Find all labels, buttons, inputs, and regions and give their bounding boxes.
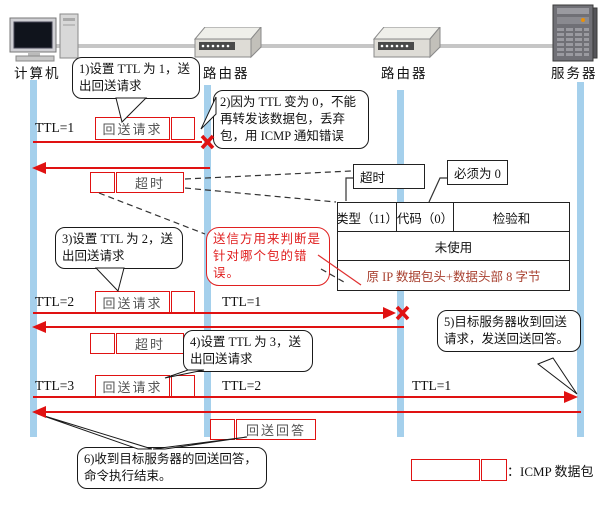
callout3-tail: [94, 267, 125, 292]
sender-note-callout: 送信方用来判断是针对哪个包的错误。: [206, 227, 330, 286]
icmp-data-box: [171, 375, 195, 398]
callout-step6: 6)收到目标服务器的回送回答，命令执行结束。: [77, 447, 267, 489]
icmp-header-row3: 原 IP 数据包头+数据头部 8 字节: [338, 261, 569, 290]
legend-data-box: [481, 459, 507, 481]
drop-x-2: [395, 305, 410, 321]
request3-arrowhead: [564, 391, 578, 403]
ttl-row2-mid: TTL=1: [222, 294, 262, 309]
router2-label: 路由器: [381, 66, 428, 81]
icmp-data-box: [171, 291, 195, 314]
server-label: 服务器: [551, 66, 598, 81]
icmp-code-cell: 代码（0）: [397, 203, 454, 231]
mustzero-label-connector: [428, 177, 447, 203]
timeout-field-label: 超时: [353, 164, 425, 189]
callout5-tail: [536, 357, 578, 395]
icmp-data-box: [171, 117, 195, 140]
drop-x-1: [200, 134, 215, 150]
ttl-row2-left: TTL=2: [35, 294, 75, 309]
ttl-row1-left: TTL=1: [35, 120, 75, 135]
icmp-data-box: [90, 333, 115, 354]
request2-arrowhead: [383, 307, 396, 319]
dashed-timeout-to-label: [184, 170, 352, 180]
drop-x-2: [395, 305, 410, 321]
router1-label: 路由器: [203, 66, 250, 81]
icmp-data-box: [90, 172, 115, 193]
icmp-type-cell: 类型（11）: [338, 203, 397, 231]
ttl-row3-right: TTL=1: [412, 378, 452, 393]
echo-request-box-2: 回送请求: [95, 291, 170, 314]
callout-step5: 5)目标服务器收到回送请求，发送回送回答。: [437, 310, 581, 352]
server-icon: [552, 4, 598, 67]
ttl-row3-mid: TTL=2: [222, 378, 262, 393]
timeout-label-connector: [345, 177, 353, 201]
timeout2-arrowhead: [32, 321, 46, 333]
callout-step4: 4)设置 TTL 为 3，送出回送请求: [183, 330, 313, 372]
legend-label: ：ICMP 数据包: [507, 464, 594, 479]
router1-icon: [193, 25, 263, 65]
dashed-timeout-to-table: [184, 187, 337, 203]
icmp-checksum-cell: 检验和: [492, 211, 531, 226]
echo-request-box-3: 回送请求: [95, 375, 170, 398]
icmp-data-box: [210, 419, 235, 440]
echo-reply-box: 回送回答: [236, 419, 316, 440]
icmp-header-table: 类型（11） 代码（0） 检验和 未使用 原 IP 数据包头+数据头部 8 字节: [337, 202, 570, 291]
timeout-box-2: 超时: [116, 333, 184, 354]
callout-step2: 2)因为 TTL 变为 0，不能再转发该数据包，丢弃包，用 ICMP 通知错误: [213, 90, 369, 149]
server-lifeline: [577, 82, 584, 437]
timeout1-arrowhead: [32, 162, 46, 174]
icmp-unused-cell: 未使用: [434, 240, 473, 255]
computer-label: 计算机: [14, 66, 61, 81]
callout6-tail-left: [37, 413, 153, 450]
icmp-header-row1: 类型（11） 代码（0） 检验和: [338, 203, 569, 232]
icmp-header-row2: 未使用: [338, 232, 569, 261]
callout-step1: 1)设置 TTL 为 1，送出回送请求: [72, 57, 200, 99]
must-be-zero-label: 必须为 0: [447, 160, 508, 185]
callout-step3: 3)设置 TTL 为 2，送出回送请求: [55, 227, 183, 269]
ttl-row3-left: TTL=3: [35, 378, 75, 393]
legend-packet-box: [411, 459, 480, 481]
icmp-original-data-cell: 原 IP 数据包头+数据头部 8 字节: [366, 270, 541, 284]
timeout-box-1: 超时: [116, 172, 184, 193]
drop-x-1: [200, 134, 215, 150]
computer-icon: [8, 12, 80, 67]
reply-arrowhead: [32, 406, 46, 418]
router2-icon: [372, 25, 442, 65]
echo-request-box-1: 回送请求: [95, 117, 170, 140]
